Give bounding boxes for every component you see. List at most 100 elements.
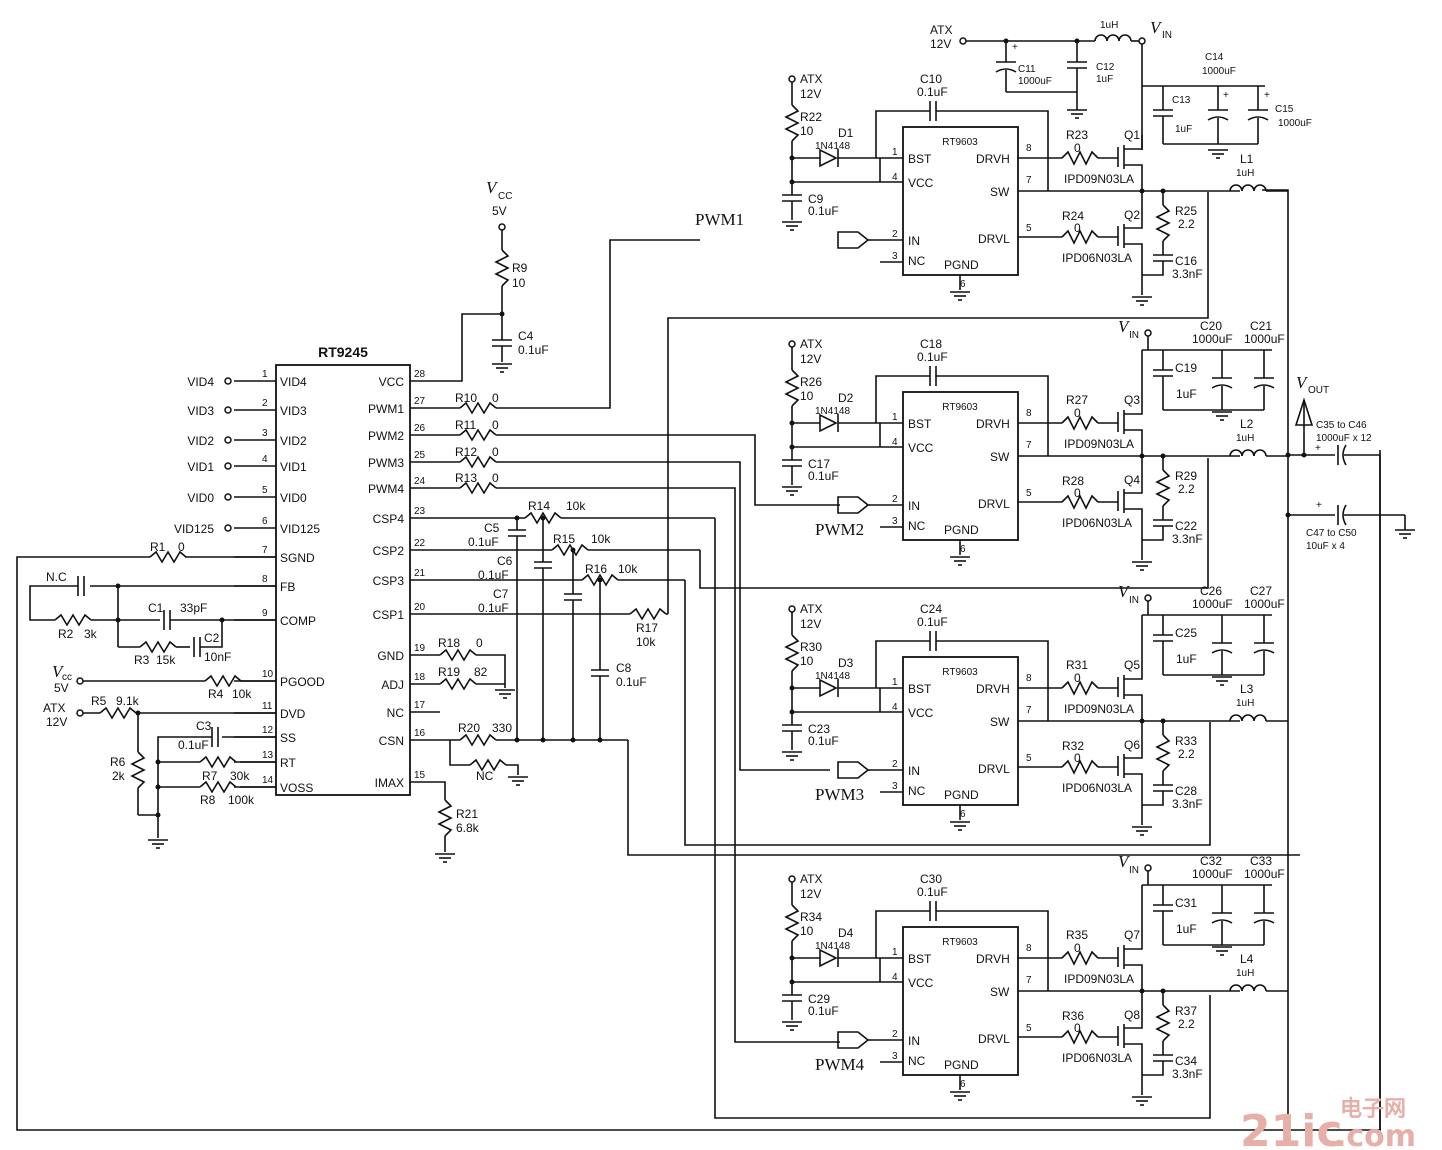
pin-number: 27	[414, 396, 426, 407]
vid-input-label: VID2	[187, 434, 214, 448]
svg-text:C47 to C50: C47 to C50	[1306, 528, 1357, 539]
pin-number: 20	[414, 602, 426, 613]
vid-input-label: VID1	[187, 460, 214, 474]
diode-label: D3	[838, 656, 854, 670]
pin-name: PWM4	[368, 482, 404, 496]
capacitor-label: C25	[1175, 626, 1197, 640]
svg-text:C1: C1	[148, 601, 164, 615]
svg-text:12V: 12V	[930, 37, 951, 51]
resistor-value: 0	[1074, 406, 1081, 420]
pwm-tag	[837, 1031, 870, 1049]
pin-number: 4	[892, 437, 898, 448]
svg-text:+: +	[1316, 500, 1322, 511]
capacitor-value: 0.1uF	[808, 204, 839, 218]
svg-text:R7: R7	[202, 769, 218, 783]
resistor-label: R32	[1062, 739, 1084, 753]
pin-number: 25	[414, 450, 426, 461]
resistor-label: R34	[800, 910, 822, 924]
pin-name: SW	[990, 715, 1010, 729]
svg-text:10nF: 10nF	[204, 650, 231, 664]
pin-number: 2	[892, 229, 898, 240]
capacitor-label: C9	[808, 192, 824, 206]
mosfet-value: IPD06N03LA	[1062, 1051, 1132, 1065]
pin-name: VCC	[908, 176, 934, 190]
controller-rt9245: RT9245 VID41VID4VID32VID3VID23VID2VID14V…	[174, 344, 426, 796]
pwm-label: PWM1	[695, 210, 744, 229]
pin-name: IN	[908, 234, 920, 248]
pin-name: BST	[908, 682, 932, 696]
pin-number: 18	[414, 672, 426, 683]
pin-name: VID1	[280, 460, 307, 474]
pin-number: 1	[892, 677, 898, 688]
resistor-label: R23	[1066, 128, 1088, 142]
svg-text:1000uF: 1000uF	[1202, 66, 1236, 77]
svg-text:OUT: OUT	[1308, 385, 1329, 396]
resistor-value: 10	[800, 389, 814, 403]
pin-name: CSP2	[373, 544, 405, 558]
pin-number: 5	[1026, 223, 1032, 234]
svg-text:0.1uF: 0.1uF	[478, 568, 509, 582]
svg-text:C6: C6	[497, 554, 513, 568]
svg-text:82: 82	[474, 665, 488, 679]
pin-number: 3	[892, 781, 898, 792]
inductor-value: 1uH	[1236, 968, 1254, 979]
svg-text:IN: IN	[1162, 30, 1172, 41]
pin-number: 8	[1026, 673, 1032, 684]
capacitor-label: C20	[1200, 319, 1222, 333]
pin-number: 7	[1026, 975, 1032, 986]
pin-name: VOSS	[280, 781, 313, 795]
svg-text:1000uF: 1000uF	[1018, 76, 1052, 87]
pin-name: NC	[908, 1054, 926, 1068]
svg-text:.com: .com	[1335, 1119, 1416, 1150]
svg-text:C14: C14	[1205, 52, 1224, 63]
capacitor-value: 0.1uF	[808, 1004, 839, 1018]
svg-text:+: +	[1012, 42, 1018, 53]
pin-name: DRVH	[976, 952, 1010, 966]
resistor-value: 2.2	[1178, 747, 1195, 761]
pin-number: 1	[262, 369, 268, 380]
svg-text:R20: R20	[458, 721, 480, 735]
mosfet-value: IPD06N03LA	[1062, 781, 1132, 795]
pin-number: 2	[262, 398, 268, 409]
svg-text:+: +	[1264, 90, 1270, 101]
resistor-value: 2.2	[1178, 1017, 1195, 1031]
capacitor-label: C24	[920, 602, 942, 616]
capacitor-label: C16	[1175, 254, 1197, 268]
pin-name: CSP4	[373, 512, 405, 526]
pin-name: DRVL	[978, 762, 1010, 776]
pin-number: 7	[1026, 705, 1032, 716]
inductor-value: 1uH	[1236, 698, 1254, 709]
diode-value: 1N4148	[815, 141, 850, 152]
capacitor-label: C30	[920, 872, 942, 886]
pin-name: VID0	[280, 491, 307, 505]
svg-text:10k: 10k	[591, 532, 611, 546]
resistor-value: 0	[1074, 486, 1081, 500]
mosfet-label: Q5	[1124, 658, 1140, 672]
controller-right-pins: VCC28PWM127PWM226PWM325PWM424CSP423CSP22…	[368, 369, 426, 790]
pin-name: FB	[280, 580, 295, 594]
pin-name: SW	[990, 985, 1010, 999]
pin-number: 3	[892, 516, 898, 527]
pin-number: 7	[262, 545, 268, 556]
pin-name: DRVH	[976, 152, 1010, 166]
capacitor-value: 1uF	[1176, 652, 1197, 666]
capacitor-label: C10	[920, 72, 942, 86]
pin-number: 14	[262, 775, 274, 786]
driver-name: RT9603	[942, 667, 978, 678]
svg-text:1uF: 1uF	[1175, 124, 1192, 135]
svg-text:R11: R11	[455, 418, 476, 432]
diode-value: 1N4148	[815, 406, 850, 417]
svg-text:10k: 10k	[232, 687, 252, 701]
mosfet-value: IPD09N03LA	[1064, 702, 1134, 716]
svg-text:NC: NC	[476, 769, 494, 783]
svg-text:R18: R18	[438, 636, 460, 650]
svg-text:C11: C11	[1018, 64, 1036, 75]
pin-name: NC	[908, 519, 926, 533]
svg-text:3k: 3k	[84, 627, 98, 641]
pin-number: 13	[262, 750, 274, 761]
pin-number: 3	[892, 1051, 898, 1062]
mosfet-value: IPD09N03LA	[1064, 972, 1134, 986]
mosfet-value: IPD09N03LA	[1064, 437, 1134, 451]
svg-text:ATX: ATX	[930, 23, 952, 37]
driver-name: RT9603	[942, 937, 978, 948]
